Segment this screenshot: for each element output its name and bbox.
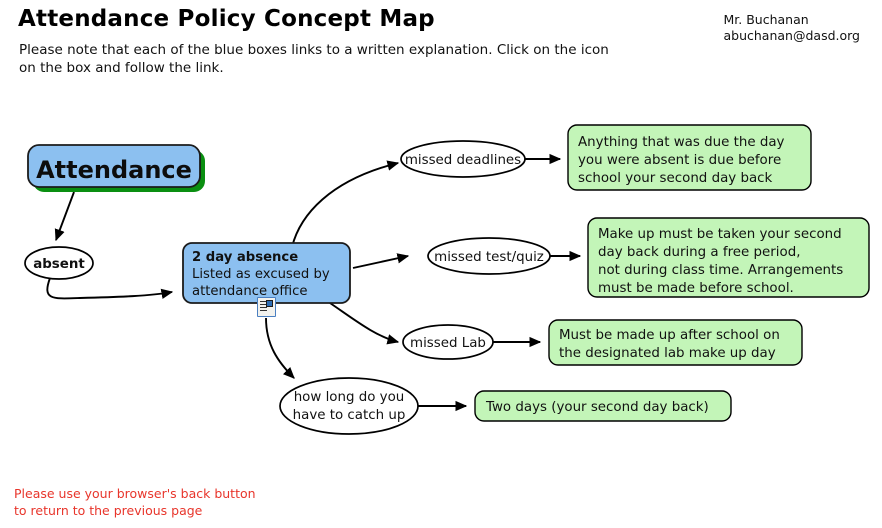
missed-deadlines-node[interactable] <box>400 140 526 178</box>
edge-absence-to-missed-deadlines <box>291 160 400 248</box>
missed-test-quiz-result-line-3: not during class time. Arrangements <box>598 263 843 278</box>
footer-note-line-1: Please use your browser's back button <box>14 486 256 501</box>
absent-node-label: absent <box>33 257 85 272</box>
contact-email: abuchanan@dasd.org <box>723 28 861 43</box>
missed-lab-result-box <box>548 319 803 366</box>
edge-absence-to-how-long <box>265 317 295 379</box>
how-long-result-line-1: Two days (your second day back) <box>485 400 709 415</box>
missed-lab-node[interactable] <box>402 324 494 360</box>
missed-test-quiz-result-box <box>587 217 870 298</box>
document-link-icon[interactable] <box>257 297 276 317</box>
subtitle-line-1: Please note that each of the blue boxes … <box>19 42 609 58</box>
how-long-result-box <box>474 390 732 422</box>
contact-block: Mr. Buchanan abuchanan@dasd.org <box>724 12 861 44</box>
attendance-node-label: Attendance <box>36 156 192 184</box>
two-day-absence-line-3: attendance office <box>192 284 307 299</box>
missed-test-quiz-result-line-1: Make up must be taken your second <box>598 227 842 242</box>
edge-attendance-to-absent <box>54 191 75 242</box>
how-long-node[interactable] <box>279 377 419 435</box>
missed-lab-result-line-1: Must be made up after school on <box>559 328 780 343</box>
missed-deadlines-result-line-3: school your second day back <box>578 171 773 186</box>
missed-deadlines-result-box <box>567 124 812 191</box>
page-title: Attendance Policy Concept Map <box>18 6 435 32</box>
absent-node[interactable] <box>24 246 94 280</box>
document-thumbnail-glyph <box>266 300 273 307</box>
edge-absence-to-missed-lab <box>329 302 400 345</box>
how-long-label-line-1: how long do you <box>294 390 405 405</box>
contact-name: Mr. Buchanan <box>723 12 809 27</box>
how-long-label-line-2: have to catch up <box>293 408 406 423</box>
footer-note: Please use your browser's back button to… <box>14 485 256 519</box>
footer-note-line-2: to return to the previous page <box>14 503 203 518</box>
document-lines-glyph <box>260 301 267 312</box>
two-day-absence-line-2: Listed as excused by <box>192 267 330 282</box>
two-day-absence-title: 2 day absence <box>192 250 298 265</box>
missed-lab-result-line-2: the designated lab make up day <box>559 346 776 361</box>
missed-deadlines-label: missed deadlines <box>405 153 521 168</box>
edge-absence-to-missed-test <box>352 253 410 269</box>
missed-deadlines-result-line-2: you were absent is due before <box>578 153 781 168</box>
page-subtitle: Please note that each of the blue boxes … <box>19 41 659 77</box>
missed-test-quiz-label: missed test/quiz <box>434 250 544 265</box>
edge-absent-to-two-day-absence <box>46 277 174 300</box>
missed-deadlines-result-line-1: Anything that was due the day <box>578 135 785 150</box>
missed-test-quiz-node[interactable] <box>427 237 551 275</box>
attendance-node[interactable] <box>27 144 201 188</box>
missed-test-quiz-result-line-4: must be made before school. <box>598 281 794 296</box>
subtitle-line-2: on the box and follow the link. <box>19 60 224 76</box>
missed-lab-label: missed Lab <box>410 336 486 351</box>
missed-test-quiz-result-line-2: day back during a free period, <box>598 245 800 260</box>
